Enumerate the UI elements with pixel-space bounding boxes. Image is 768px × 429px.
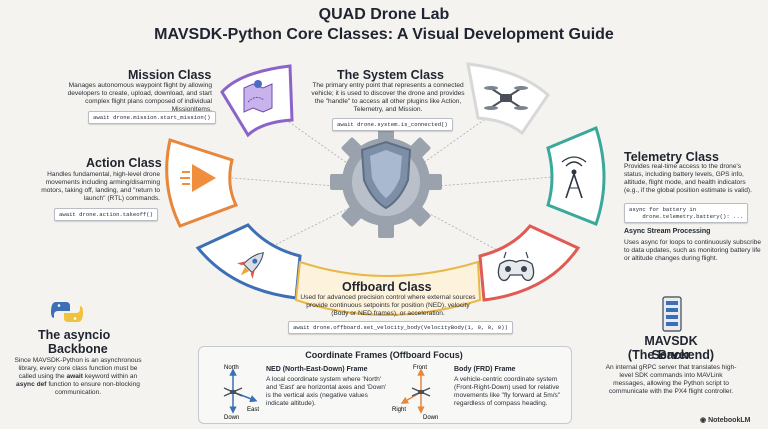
telemetry-code: async for battery in drone.telemetry.bat…	[624, 203, 749, 223]
mission-title: Mission Class	[128, 68, 212, 82]
server-description: An internal gRPC server that translates …	[605, 364, 737, 395]
asyncio-desc-b: keyword within an	[84, 373, 138, 380]
ned-north-label: North	[224, 365, 239, 371]
ned-east-label: East	[247, 407, 259, 413]
notebooklm-watermark: ◉ NotebookLM	[700, 416, 750, 424]
map-icon	[243, 80, 273, 113]
mission-description: Manages autonomous waypoint flight by al…	[67, 82, 212, 113]
frd-drone-icon	[411, 387, 431, 397]
server-rack-icon	[662, 296, 682, 332]
ned-down-label: Down	[224, 415, 239, 421]
antenna-tower-icon	[561, 156, 587, 199]
frd-frame-description: A vehicle-centric coordinate system (Fro…	[454, 376, 561, 407]
frd-front-label: Front	[413, 365, 427, 371]
ned-frame-description: A local coordinate system where 'North' …	[266, 376, 387, 407]
system-code: await drone.system.is_connected()	[332, 118, 453, 131]
watermark-text: NotebookLM	[708, 417, 751, 424]
ned-axes-diagram: North East Down	[223, 365, 259, 421]
async-stream-description: Uses async for loops to continuously sub…	[624, 239, 762, 262]
telemetry-title: Telemetry Class	[624, 150, 719, 164]
frd-axes-diagram: Front Right Down	[392, 365, 438, 421]
asyncio-title-line1: The asyncio	[38, 328, 111, 342]
action-title: Action Class	[86, 156, 162, 170]
page-subtitle: MAVSDK-Python Core Classes: A Visual Dev…	[154, 26, 614, 43]
mission-code: await drone.mission.start_mission()	[88, 111, 216, 124]
offboard-description: Used for advanced precision control wher…	[300, 294, 476, 317]
action-description: Handles fundamental, high-level drone mo…	[41, 171, 160, 202]
asyncio-await-keyword: await	[66, 373, 83, 380]
telemetry-description: Provides real-time access to the drone's…	[624, 163, 752, 194]
asyncio-desc-c: function to ensure non-blocking communic…	[48, 381, 140, 396]
system-description: The primary entry point that represents …	[311, 82, 465, 113]
remote-controller-icon	[497, 251, 535, 282]
asyncio-async-def-keyword: async def	[16, 381, 47, 388]
frd-frame-title: Body (FRD) Frame	[454, 366, 516, 373]
drone-icon	[484, 86, 528, 110]
async-stream-title: Async Stream Processing	[624, 228, 711, 235]
offboard-code: await drone.offboard.set_velocity_body(V…	[288, 321, 513, 334]
server-title-line1: MAVSDK Server	[644, 334, 698, 362]
asyncio-title-line2: Backbone	[48, 342, 108, 356]
ned-drone-icon	[223, 387, 243, 397]
server-title-line2: (The Backend)	[627, 348, 715, 362]
action-code: await drone.action.takeoff()	[54, 208, 158, 221]
system-title: The System Class	[337, 68, 444, 82]
page-title: QUAD Drone Lab	[318, 6, 450, 23]
rocket-icon	[237, 252, 264, 279]
shield-icon	[360, 140, 412, 210]
coordinate-frames-panel	[198, 346, 572, 424]
telemetry-segment[interactable]	[546, 125, 606, 226]
play-icon	[180, 164, 216, 192]
offboard-segment	[294, 260, 482, 316]
offboard-title: Offboard Class	[342, 280, 432, 294]
ned-frame-title: NED (North-East-Down) Frame	[266, 366, 368, 373]
frd-down-label: Down	[423, 415, 438, 421]
python-logo-icon	[51, 302, 83, 322]
asyncio-description: Since MAVSDK-Python is an asynchronous l…	[12, 357, 144, 397]
notebooklm-logo-icon: ◉	[700, 417, 707, 424]
frd-right-label: Right	[392, 407, 406, 413]
asyncio-desc-a: Since MAVSDK-Python is an asynchronous l…	[14, 357, 142, 380]
coordinate-frames-title: Coordinate Frames (Offboard Focus)	[305, 350, 463, 360]
